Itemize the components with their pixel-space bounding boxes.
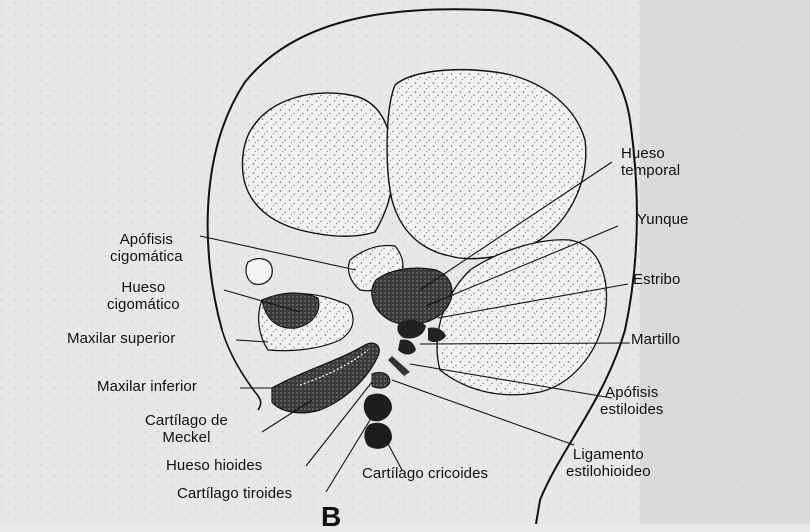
label-apofisis-estiloides: Apófisis estiloides (600, 384, 664, 418)
label-apofisis-cigomatica-line2: cigomática (110, 248, 183, 265)
label-yunque: Yunque (637, 211, 689, 228)
label-hueso-temporal-line1: Hueso (621, 145, 680, 162)
label-maxilar-superior: Maxilar superior (67, 330, 175, 347)
label-martillo: Martillo (631, 331, 680, 348)
label-hueso-temporal-line2: temporal (621, 162, 680, 179)
label-hueso-temporal: Hueso temporal (621, 145, 680, 179)
label-hueso-cigomatico-line1: Hueso (107, 279, 180, 296)
label-hueso-hioides: Hueso hioides (166, 457, 262, 474)
label-cartilago-cricoides: Cartílago cricoides (362, 465, 488, 482)
label-apofisis-estiloides-line1: Apófisis (600, 384, 664, 401)
hyoid-bone (372, 372, 390, 388)
label-cartilago-meckel-line1: Cartílago de (145, 412, 228, 429)
label-cartilago-tiroides: Cartílago tiroides (177, 485, 292, 502)
figure-panel-letter: B (321, 503, 341, 531)
label-ligamento-estilohioideo: Ligamento estilohioideo (566, 446, 651, 480)
right-shadow (640, 0, 810, 524)
label-cartilago-meckel: Cartílago de Meckel (145, 412, 228, 446)
label-ligamento-estilohioideo-line2: estilohioideo (566, 463, 651, 480)
label-cartilago-meckel-line2: Meckel (145, 429, 228, 446)
label-ligamento-estilohioideo-line1: Ligamento (566, 446, 651, 463)
label-apofisis-cigomatica-line1: Apófisis (110, 231, 183, 248)
label-apofisis-cigomatica: Apófisis cigomática (110, 231, 183, 265)
label-hueso-cigomatico-line2: cigomático (107, 296, 180, 313)
label-estribo: Estribo (633, 271, 680, 288)
label-apofisis-estiloides-line2: estiloides (600, 401, 664, 418)
nasal-bone (246, 259, 272, 285)
label-hueso-cigomatico: Hueso cigomático (107, 279, 180, 313)
label-maxilar-inferior: Maxilar inferior (97, 378, 197, 395)
